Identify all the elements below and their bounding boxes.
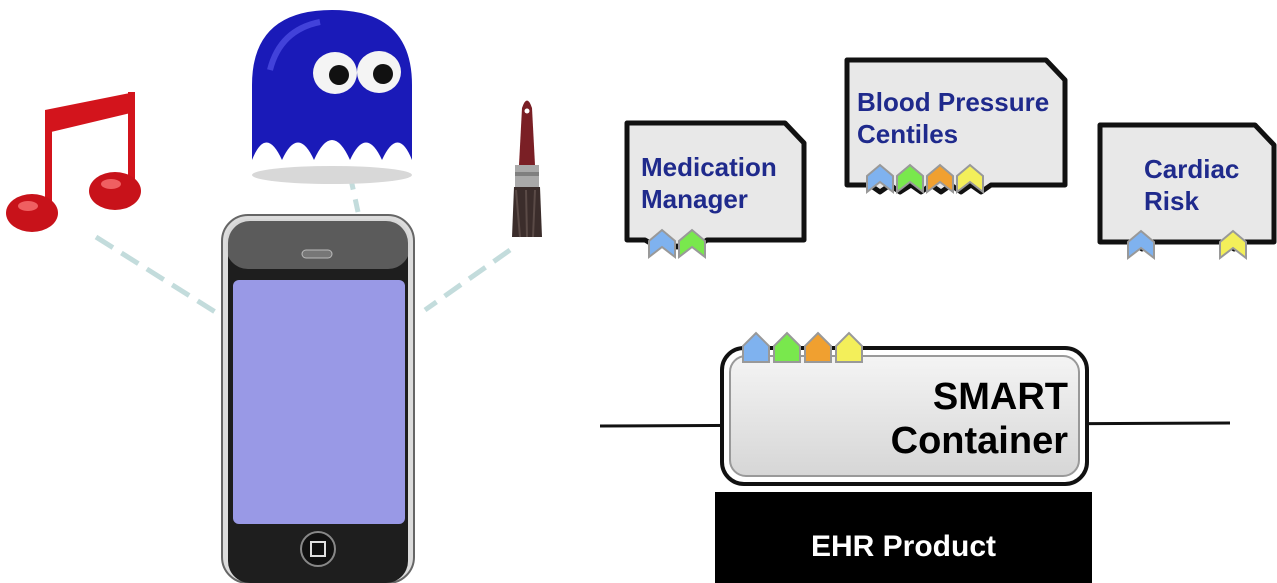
ehr-product-box: EHR Product xyxy=(715,492,1092,583)
dashed-link-brush xyxy=(423,247,512,313)
music-note-icon xyxy=(6,92,141,232)
blood-pressure-label: Blood Pressure Centiles xyxy=(857,86,1049,150)
blood-pressure-line2: Centiles xyxy=(857,119,959,149)
medication-manager-line1: Medication xyxy=(641,152,777,182)
cardiac-risk-label: Cardiac Risk xyxy=(1144,153,1239,217)
phone-screen xyxy=(233,280,405,524)
container-line1: SMART xyxy=(932,376,1068,418)
dashed-link-music xyxy=(94,234,230,323)
blood-pressure-line1: Blood Pressure xyxy=(857,87,1050,117)
cardiac-risk-line2: Risk xyxy=(1144,186,1199,216)
medication-manager-line2: Manager xyxy=(641,184,748,214)
smart-container-box xyxy=(720,346,1089,486)
blood-pressure-card[interactable] xyxy=(844,57,1068,195)
ghost-icon xyxy=(252,10,412,184)
paintbrush-icon xyxy=(512,100,542,238)
ehr-product-label: EHR Product xyxy=(810,530,996,563)
medication-manager-label: Medication Manager xyxy=(641,151,777,215)
home-button xyxy=(300,531,336,567)
smartphone-icon xyxy=(221,214,415,583)
cardiac-risk-line1: Cardiac xyxy=(1144,154,1240,184)
smart-container-label: SMART Container xyxy=(780,375,1068,463)
connector-tabs-cardiac xyxy=(1127,229,1247,261)
connector-tabs-container xyxy=(742,331,863,363)
connector-tabs-medication xyxy=(648,228,706,260)
container-line2: Container xyxy=(890,420,1068,462)
connector-tabs-blood-pressure xyxy=(866,163,984,195)
